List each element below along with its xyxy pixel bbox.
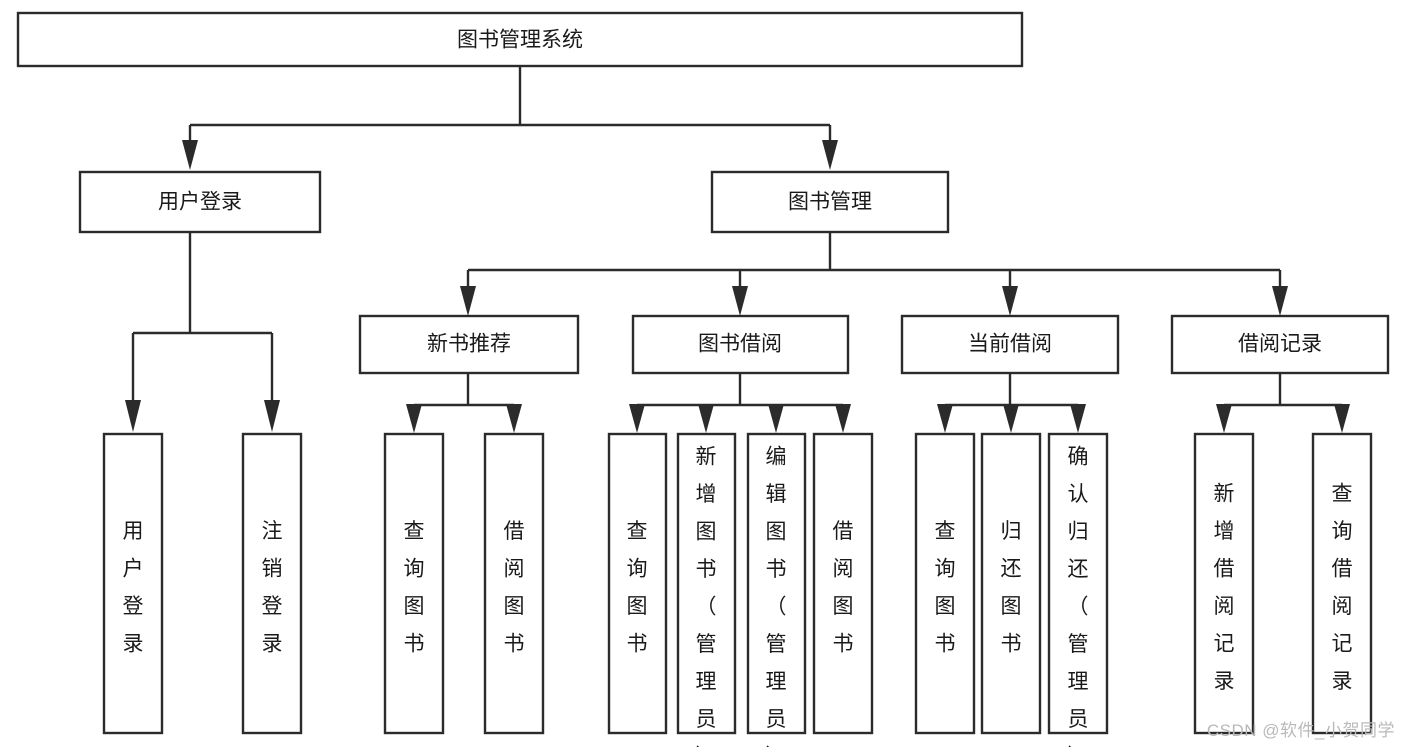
- arrow-head-br-leaf-2: [1334, 404, 1350, 433]
- leaf-label-book-borrow-add: 新增图书（管理员）: [696, 445, 717, 747]
- node-user-login[interactable]: 用户登录: [78, 170, 322, 234]
- node-box-current-borrow: [900, 314, 1120, 375]
- leaf-label-user-login-login: 用户登录: [123, 520, 144, 656]
- node-box-root: [16, 11, 1024, 68]
- arrow-head-borrow-record: [1272, 286, 1288, 316]
- arrow-head-bb-leaf-2: [698, 404, 714, 433]
- leaf-box-borrow-record-add: [1193, 432, 1255, 735]
- csdn-watermark: CSDN @软件_小贺同学: [1206, 721, 1395, 740]
- leaf-label-borrow-record-query: 查询借阅记录: [1332, 482, 1353, 693]
- arrow-head-leaf-logout: [264, 400, 280, 432]
- node-current-borrow[interactable]: 当前借阅: [900, 314, 1120, 375]
- connector-layer: [125, 66, 1350, 433]
- node-new-book-recommend[interactable]: 新书推荐: [358, 314, 580, 375]
- leaf-label-book-borrow-edit: 编辑图书（管理员）: [766, 445, 787, 747]
- leaf-book-borrow-add[interactable]: 新增图书（管理员）: [676, 432, 737, 747]
- leaf-current-borrow-confirm-return[interactable]: 确认归还（管理员）: [1047, 432, 1109, 747]
- leaf-new-book-query[interactable]: 查询图书: [383, 432, 445, 735]
- arrow-head-bb-leaf-3: [768, 404, 784, 433]
- node-book-borrow[interactable]: 图书借阅: [631, 314, 850, 375]
- leaf-box-book-borrow-query: [607, 432, 668, 735]
- leaf-box-book-borrow-edit: [746, 432, 807, 735]
- leaf-borrow-record-query[interactable]: 查询借阅记录: [1311, 432, 1373, 735]
- node-box-new-book-recommend: [358, 314, 580, 375]
- arrow-head-nbr-leaf-2: [506, 404, 522, 433]
- arrow-head-book-mgmt: [822, 140, 838, 170]
- leaf-box-current-borrow-return: [980, 432, 1042, 735]
- node-label-borrow-record: 借阅记录: [1238, 333, 1322, 356]
- arrow-head-bb-leaf-1: [629, 404, 645, 433]
- leaf-label-current-borrow-confirm-return: 确认归还（管理员）: [1068, 445, 1089, 747]
- arrow-head-cb-leaf-2: [1003, 404, 1019, 433]
- node-root-book-management-system[interactable]: 图书管理系统: [16, 11, 1024, 68]
- leaf-borrow-record-add[interactable]: 新增借阅记录: [1193, 432, 1255, 735]
- arrow-head-br-leaf-1: [1216, 404, 1232, 433]
- leaf-box-book-borrow-add: [676, 432, 737, 735]
- node-box-user-login: [78, 170, 322, 234]
- leaf-book-borrow-borrow[interactable]: 借阅图书: [812, 432, 874, 735]
- leaf-box-borrow-record-query: [1311, 432, 1373, 735]
- leaf-label-user-login-logout: 注销登录: [262, 520, 283, 656]
- leaf-label-book-borrow-query: 查询图书: [627, 520, 648, 656]
- node-label-book-borrow: 图书借阅: [698, 333, 782, 356]
- arrow-head-new-book-rec: [460, 286, 476, 316]
- node-box-book-management: [710, 170, 950, 234]
- leaf-label-borrow-record-add: 新增借阅记录: [1214, 482, 1235, 693]
- leaf-box-new-book-borrow: [483, 432, 545, 735]
- leaf-box-book-borrow-borrow: [812, 432, 874, 735]
- node-label-user-login: 用户登录: [158, 191, 242, 214]
- leaf-box-current-borrow-query: [914, 432, 976, 735]
- arrow-head-user-login: [182, 140, 198, 170]
- node-box-borrow-record: [1170, 314, 1390, 375]
- leaf-new-book-borrow[interactable]: 借阅图书: [483, 432, 545, 735]
- node-label-current-borrow: 当前借阅: [968, 333, 1052, 356]
- leaf-label-new-book-query: 查询图书: [404, 520, 425, 656]
- leaf-box-user-login-login: [102, 432, 164, 735]
- arrow-head-current-borrow: [1002, 286, 1018, 316]
- node-label-book-management: 图书管理: [788, 191, 872, 214]
- leaf-label-new-book-borrow: 借阅图书: [504, 520, 525, 656]
- arrow-head-nbr-leaf-1: [406, 404, 422, 433]
- node-borrow-record[interactable]: 借阅记录: [1170, 314, 1390, 375]
- node-box-book-borrow: [631, 314, 850, 375]
- arrow-head-leaf-user-login: [125, 400, 141, 432]
- arrow-head-cb-leaf-1: [937, 404, 953, 433]
- node-book-management[interactable]: 图书管理: [710, 170, 950, 234]
- leaf-user-login-login[interactable]: 用户登录: [102, 432, 164, 735]
- leaf-label-current-borrow-query: 查询图书: [935, 520, 956, 656]
- leaf-label-current-borrow-return: 归还图书: [1001, 520, 1022, 656]
- leaf-box-new-book-query: [383, 432, 445, 735]
- leaf-label-book-borrow-borrow: 借阅图书: [833, 520, 854, 656]
- leaf-book-borrow-edit[interactable]: 编辑图书（管理员）: [746, 432, 807, 747]
- arrow-head-book-borrow: [732, 286, 748, 316]
- leaf-box-user-login-logout: [241, 432, 303, 735]
- leaf-box-current-borrow-confirm-return: [1047, 432, 1109, 735]
- leaf-current-borrow-query[interactable]: 查询图书: [914, 432, 976, 735]
- leaf-user-login-logout[interactable]: 注销登录: [241, 432, 303, 735]
- leaf-current-borrow-return[interactable]: 归还图书: [980, 432, 1042, 735]
- arrow-head-cb-leaf-3: [1070, 404, 1086, 433]
- leaf-book-borrow-query[interactable]: 查询图书: [607, 432, 668, 735]
- arrow-head-bb-leaf-4: [835, 404, 851, 433]
- node-label-root: 图书管理系统: [457, 29, 583, 52]
- node-label-new-book-recommend: 新书推荐: [427, 333, 511, 356]
